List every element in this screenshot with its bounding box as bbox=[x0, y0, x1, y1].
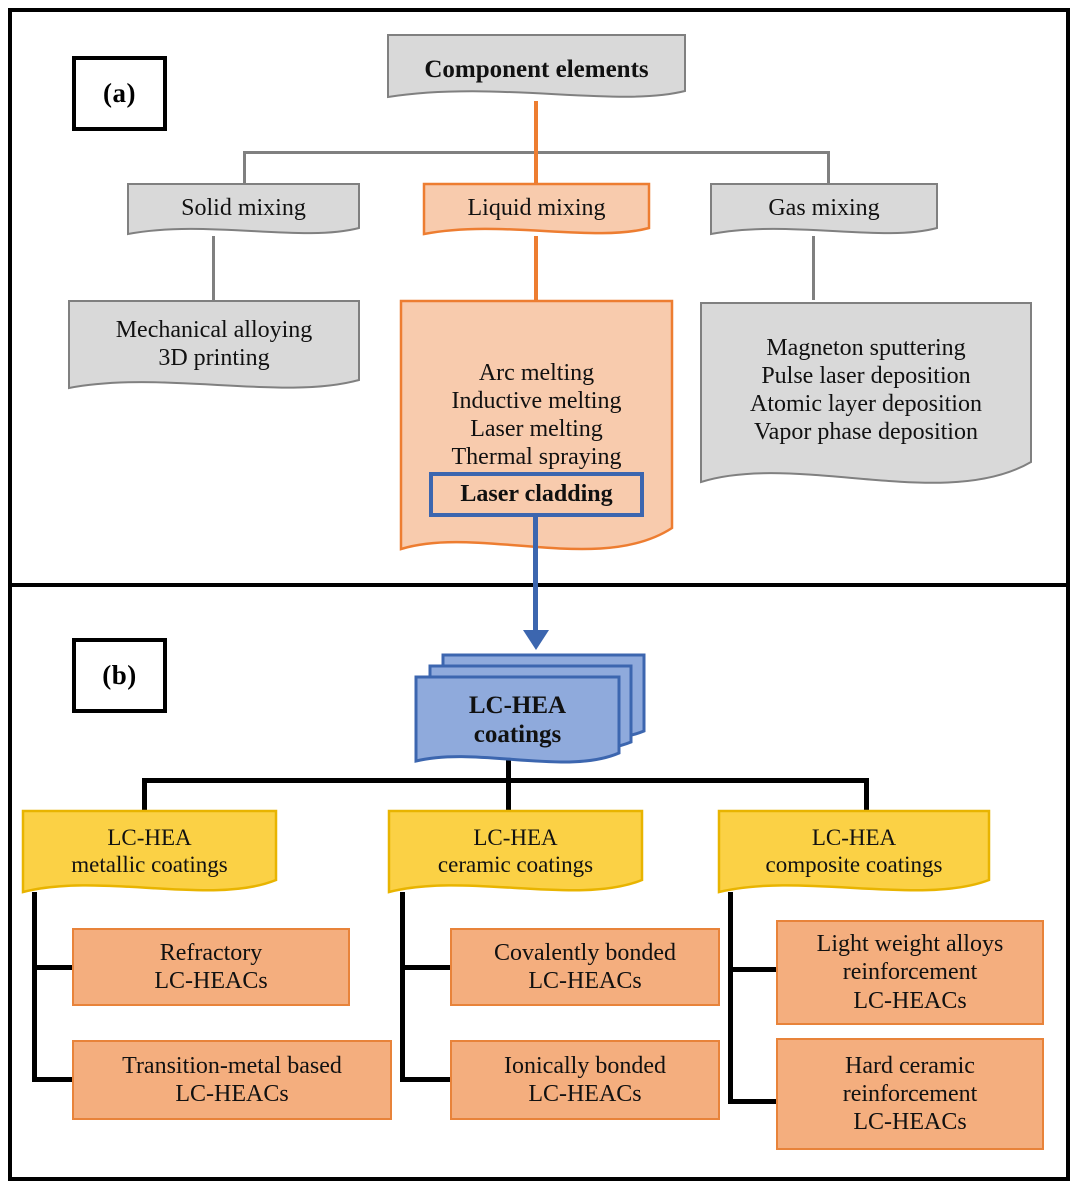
node-label-line3: LC-HEACs bbox=[853, 987, 967, 1014]
connector-metallic-vertical bbox=[32, 892, 37, 1082]
node-shape bbox=[68, 300, 360, 390]
node-label-line1: LC-HEA bbox=[473, 825, 558, 851]
node-label-line2: ceramic coatings bbox=[437, 852, 594, 877]
panel-divider bbox=[8, 583, 1070, 587]
node-label: Component elements bbox=[424, 55, 649, 83]
connector-solid-to-methods bbox=[212, 236, 215, 300]
connector-ceramic-to-child-1 bbox=[400, 965, 450, 970]
node-shape bbox=[414, 675, 621, 764]
node-label-line2: LC-HEACs bbox=[175, 1081, 289, 1107]
node-label-line2: coatings bbox=[473, 721, 562, 748]
node-label: Gas mixing bbox=[768, 194, 880, 221]
node-shape bbox=[710, 183, 938, 236]
node-shape bbox=[387, 809, 644, 894]
node-lc-hea-ceramic-coatings[interactable]: LC-HEA ceramic coatings bbox=[387, 809, 644, 902]
node-label-line2: LC-HEACs bbox=[528, 968, 642, 994]
method-line: Thermal spraying bbox=[451, 443, 622, 470]
method-line: Atomic layer deposition bbox=[750, 391, 982, 417]
node-shape bbox=[399, 299, 674, 551]
connector-bus-to-ceramic bbox=[506, 778, 511, 813]
node-label-line1: LC-HEA bbox=[468, 692, 567, 719]
node-solid-methods[interactable]: Mechanical alloying 3D printing bbox=[68, 300, 360, 398]
method-line: Inductive melting bbox=[451, 388, 622, 415]
connector-laser-cladding-to-coatings bbox=[533, 517, 538, 632]
connector-bus-to-gas bbox=[827, 151, 830, 186]
connector-coatings-to-bus bbox=[506, 755, 511, 781]
panel-b-tag: (b) bbox=[72, 638, 167, 713]
node-label-line1: Refractory bbox=[159, 939, 263, 966]
node-liquid-mixing[interactable]: Liquid mixing bbox=[422, 182, 651, 240]
node-lc-hea-coatings[interactable]: LC-HEA coatings bbox=[414, 675, 621, 771]
node-label-line1: Ionically bonded bbox=[504, 1052, 666, 1079]
method-line: Mechanical alloying bbox=[115, 317, 313, 344]
connector-bus-to-liquid bbox=[534, 151, 538, 186]
connector-panelb-bus-horizontal bbox=[142, 778, 869, 783]
node-label-line2: LC-HEACs bbox=[154, 968, 268, 994]
node-shape bbox=[717, 809, 991, 894]
node-label-line1: LC-HEA bbox=[107, 825, 192, 851]
method-line: Laser melting bbox=[470, 416, 603, 442]
node-label: Liquid mixing bbox=[467, 194, 606, 221]
panel-a-tag: (a) bbox=[72, 56, 167, 131]
connector-bus-to-composite bbox=[864, 778, 869, 813]
node-label: Laser cladding bbox=[460, 481, 613, 508]
node-label-line2: metallic coatings bbox=[71, 852, 228, 877]
node-label-line1: Covalently bonded bbox=[494, 939, 676, 966]
method-line: Magneton sputtering bbox=[766, 335, 966, 362]
node-label-line1: Light weight alloys bbox=[816, 931, 1004, 958]
connector-composite-vertical bbox=[728, 892, 733, 1104]
node-covalently-bonded-lc-heacs[interactable]: Covalently bonded LC-HEACs bbox=[450, 928, 720, 1006]
node-label-line1: Hard ceramic bbox=[845, 1052, 975, 1079]
node-transition-metal-based-lc-heacs[interactable]: Transition-metal based LC-HEACs bbox=[72, 1040, 392, 1120]
node-refractory-lc-heacs[interactable]: Refractory LC-HEACs bbox=[72, 928, 350, 1006]
node-shape bbox=[700, 302, 1032, 484]
node-hard-ceramic-reinforcement-lc-heacs[interactable]: Hard ceramic reinforcement LC-HEACs bbox=[776, 1038, 1044, 1150]
connector-composite-to-child-1 bbox=[728, 967, 776, 972]
figure-outer-border bbox=[8, 8, 1070, 1181]
node-shape bbox=[422, 182, 651, 236]
method-line: Pulse laser deposition bbox=[761, 363, 971, 390]
node-laser-cladding[interactable]: Laser cladding bbox=[429, 472, 644, 517]
node-gas-mixing[interactable]: Gas mixing bbox=[710, 183, 938, 240]
connector-composite-to-child-2 bbox=[728, 1099, 776, 1104]
method-line: 3D printing bbox=[158, 345, 270, 371]
node-gas-methods[interactable]: Magneton sputtering Pulse laser depositi… bbox=[700, 302, 1032, 502]
node-lc-hea-composite-coatings[interactable]: LC-HEA composite coatings bbox=[717, 809, 991, 902]
connector-ceramic-to-child-2 bbox=[400, 1077, 450, 1082]
arrowhead-icon bbox=[523, 630, 549, 650]
node-shape bbox=[127, 183, 360, 236]
panel-a-tag-label: (a) bbox=[103, 78, 136, 108]
connector-bus-to-solid bbox=[243, 151, 246, 186]
node-lc-hea-metallic-coatings[interactable]: LC-HEA metallic coatings bbox=[21, 809, 278, 902]
connector-ceramic-vertical bbox=[400, 892, 405, 1082]
node-light-weight-alloys-reinforcement-lc-heacs[interactable]: Light weight alloys reinforcement LC-HEA… bbox=[776, 920, 1044, 1025]
connector-metallic-to-child-2 bbox=[32, 1077, 72, 1082]
method-line: Arc melting bbox=[478, 360, 595, 387]
connector-root-to-bus bbox=[534, 101, 538, 153]
connector-bus-to-metallic bbox=[142, 778, 147, 813]
node-component-elements[interactable]: Component elements bbox=[387, 34, 686, 104]
node-shape bbox=[21, 809, 278, 894]
node-label-line2: composite coatings bbox=[765, 852, 943, 877]
connector-liquid-to-methods bbox=[534, 236, 538, 300]
connector-gas-to-methods bbox=[812, 236, 815, 300]
node-solid-mixing[interactable]: Solid mixing bbox=[127, 183, 360, 240]
node-label-line3: LC-HEACs bbox=[853, 1109, 967, 1136]
panel-b-tag-label: (b) bbox=[102, 660, 137, 690]
method-line: Vapor phase deposition bbox=[754, 418, 978, 445]
node-ionically-bonded-lc-heacs[interactable]: Ionically bonded LC-HEACs bbox=[450, 1040, 720, 1120]
node-label-line2: reinforcement bbox=[842, 959, 978, 986]
node-shape bbox=[387, 34, 686, 99]
node-label-line1: Transition-metal based bbox=[122, 1052, 342, 1079]
connector-metallic-to-child-1 bbox=[32, 965, 72, 970]
node-label-line1: LC-HEA bbox=[811, 825, 897, 851]
node-label-line2: LC-HEACs bbox=[528, 1081, 642, 1107]
node-label-line2: reinforcement bbox=[842, 1080, 978, 1107]
node-liquid-methods[interactable]: Arc melting Inductive melting Laser melt… bbox=[399, 299, 674, 566]
node-label: Solid mixing bbox=[181, 194, 306, 221]
